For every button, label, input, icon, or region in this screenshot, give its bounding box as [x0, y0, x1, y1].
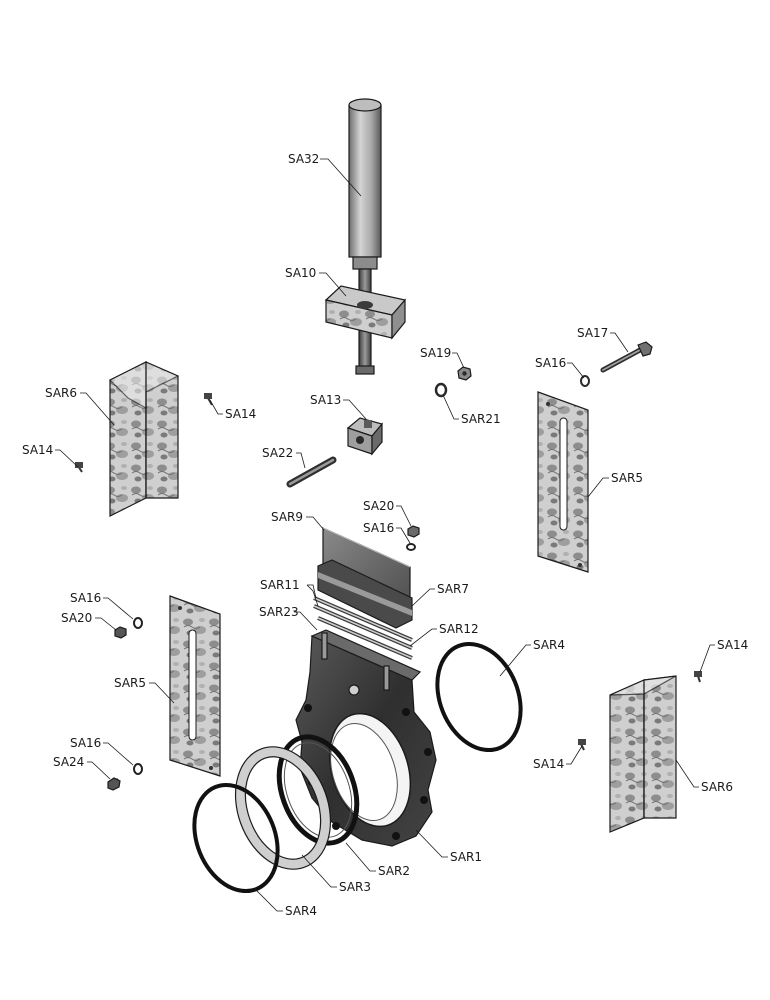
callout-sar1: SAR1 — [450, 850, 482, 864]
sa14-screw-c — [694, 671, 702, 683]
sar5-plate-left — [169, 595, 221, 777]
callout-sar4-a: SAR4 — [533, 638, 565, 652]
callout-sa16-b: SA16 — [363, 521, 394, 535]
sa14-screw-d — [578, 739, 586, 751]
sa20-nut-b — [114, 626, 127, 639]
sar3-sleeve-ring — [234, 746, 332, 870]
callout-sar23: SAR23 — [259, 605, 299, 619]
sa13-clevis — [346, 417, 384, 456]
sa10-bracket — [324, 285, 407, 340]
callout-sa22: SA22 — [262, 446, 293, 460]
callout-sar5-left: SAR5 — [114, 676, 146, 690]
callout-sa10: SA10 — [285, 266, 316, 280]
sar2-seat-ring — [276, 734, 360, 846]
callout-sar6-right: SAR6 — [701, 780, 733, 794]
callout-sa14-a: SA14 — [225, 407, 256, 421]
sar4-o-ring-right — [435, 641, 523, 753]
callout-sar5-right: SAR5 — [611, 471, 643, 485]
sar1-valve-body — [295, 629, 437, 847]
sa22-pin — [286, 456, 337, 488]
callout-sa14-b: SA14 — [22, 443, 53, 457]
callout-sar2: SAR2 — [378, 864, 410, 878]
sar11-packing — [313, 596, 413, 650]
callout-sar7: SAR7 — [437, 582, 469, 596]
sa17-bolt — [600, 341, 653, 373]
callout-sa14-d: SA14 — [533, 757, 564, 771]
callout-sa17: SA17 — [577, 326, 608, 340]
callout-sa20-b: SA20 — [61, 611, 92, 625]
callout-sar11: SAR11 — [260, 578, 300, 592]
sa16-washer-c — [133, 617, 143, 629]
callout-sa24: SA24 — [53, 755, 84, 769]
sar21-washer — [434, 382, 448, 398]
sa14-screw-b — [75, 462, 83, 473]
callout-sar12: SAR12 — [439, 622, 479, 636]
sar7-gland — [317, 559, 413, 629]
callout-sa32: SA32 — [288, 152, 319, 166]
callout-sa13: SA13 — [310, 393, 341, 407]
callout-labels: SA32 SA10 SA19 SA17 SA16 SAR6 SA14 SA13 … — [22, 152, 748, 918]
callout-sar6-left: SAR6 — [45, 386, 77, 400]
callout-sa16-c: SA16 — [70, 591, 101, 605]
sa16-washer-b — [406, 543, 416, 551]
callout-sa20-a: SA20 — [363, 499, 394, 513]
sa16-washer-top-right — [580, 375, 590, 387]
callout-sar21: SAR21 — [461, 412, 501, 426]
sa14-screw-a — [204, 393, 213, 406]
sar12-packing-strip — [317, 616, 413, 660]
callout-sar4-b: SAR4 — [285, 904, 317, 918]
sar5-plate-right — [537, 391, 589, 573]
callout-sa14-c: SA14 — [717, 638, 748, 652]
callout-sar3: SAR3 — [339, 880, 371, 894]
callout-sa19: SA19 — [420, 346, 451, 360]
sar6-guard-right — [609, 675, 677, 833]
sa24-screw — [107, 777, 121, 791]
sar4-o-ring-left — [192, 782, 280, 894]
sa20-nut-a — [407, 525, 420, 538]
callout-sa16-a: SA16 — [535, 356, 566, 370]
sa19-nut — [457, 366, 472, 381]
sar6-guard-left — [108, 361, 180, 517]
callout-sar9: SAR9 — [271, 510, 303, 524]
leader-lines — [55, 158, 715, 912]
sa16-washer-d — [133, 763, 143, 775]
callout-sa16-d: SA16 — [70, 736, 101, 750]
